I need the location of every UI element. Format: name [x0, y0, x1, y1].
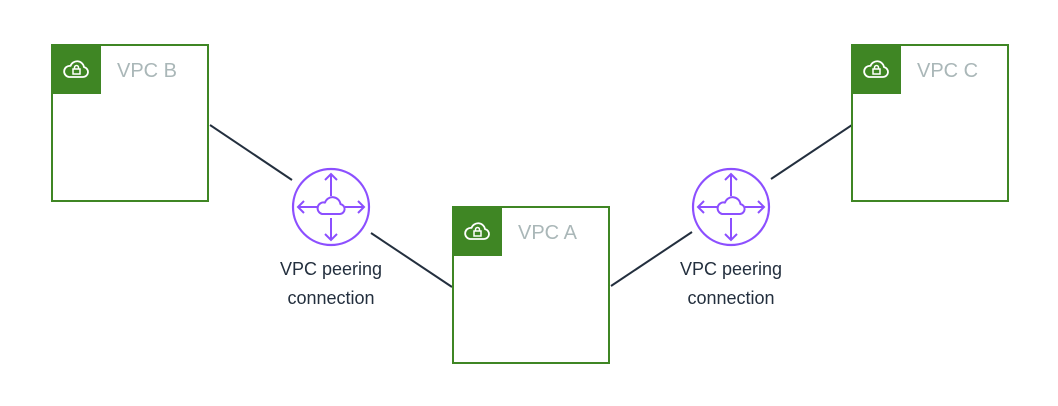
- vpc-c-label: VPC C: [917, 60, 979, 82]
- peering-connection-icon[interactable]: [690, 166, 772, 248]
- vpc-cloud-lock-icon: [51, 44, 101, 94]
- vpc-b-label: VPC B: [117, 60, 178, 82]
- vpc-b-box[interactable]: VPC B: [51, 44, 209, 202]
- line-vpc-a-to-right-peering: [610, 231, 693, 287]
- vpc-cloud-lock-icon: [851, 44, 901, 94]
- left-peering-label-line2: connection: [287, 288, 375, 308]
- line-vpc-b-to-left-peering: [209, 124, 293, 181]
- vpc-a-box[interactable]: VPC A: [452, 206, 610, 364]
- right-peering-label-line2: connection: [687, 288, 775, 308]
- right-peering-label-line1: VPC peering: [679, 259, 783, 279]
- right-peering-label: VPC peering connection: [651, 255, 811, 313]
- line-left-peering-to-vpc-a: [370, 232, 453, 288]
- line-right-peering-to-vpc-c: [770, 124, 853, 180]
- peering-connection-icon[interactable]: [290, 166, 372, 248]
- vpc-a-label: VPC A: [518, 222, 577, 244]
- left-peering-label-line1: VPC peering: [279, 259, 383, 279]
- left-peering-label: VPC peering connection: [251, 255, 411, 313]
- vpc-cloud-lock-icon: [452, 206, 502, 256]
- vpc-c-box[interactable]: VPC C: [851, 44, 1009, 202]
